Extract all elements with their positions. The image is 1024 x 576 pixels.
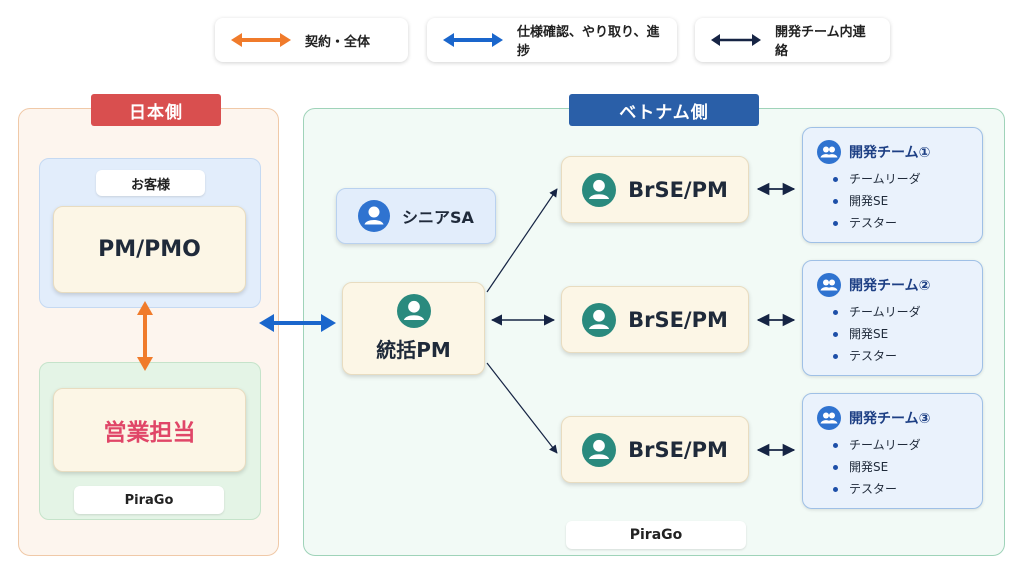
sales-node: 営業担当 bbox=[53, 388, 246, 472]
pm-pmo-label: PM/PMO bbox=[98, 237, 201, 262]
brse-pm-node-2: BrSE/PM bbox=[561, 286, 749, 353]
team-member: テスター bbox=[833, 345, 921, 367]
team-member: 開発SE bbox=[833, 456, 921, 478]
brse-pm-label-2: BrSE/PM bbox=[628, 307, 728, 332]
lead-to-brse-1-arrow bbox=[486, 188, 558, 293]
legend-item-contract: 契約・全体 bbox=[215, 18, 408, 62]
spec-arrow bbox=[259, 314, 336, 332]
legend-label-contract: 契約・全体 bbox=[305, 34, 371, 50]
legend-label-spec: 仕様確認、やり取り、進捗 bbox=[517, 25, 660, 59]
team-card-2: 開発チーム② チームリーダ 開発SE テスター bbox=[802, 260, 983, 376]
senior-sa-node: シニアSA bbox=[336, 188, 496, 244]
brse-pm-label-3: BrSE/PM bbox=[628, 437, 728, 462]
sales-label: 営業担当 bbox=[103, 420, 196, 446]
team-card-3: 開発チーム③ チームリーダ 開発SE テスター bbox=[802, 393, 983, 509]
japan-company-tag: PiraGo bbox=[74, 486, 224, 514]
legend-item-spec: 仕様確認、やり取り、進捗 bbox=[427, 18, 677, 62]
team-title-3: 開発チーム③ bbox=[849, 411, 931, 427]
japan-side-label: 日本側 bbox=[91, 94, 221, 126]
double-arrow-navy-icon bbox=[711, 34, 761, 46]
legend-item-team: 開発チーム内連絡 bbox=[695, 18, 890, 62]
team-member: チームリーダ bbox=[833, 301, 921, 323]
lead-to-brse-3-arrow bbox=[486, 362, 558, 454]
team-member: 開発SE bbox=[833, 190, 921, 212]
lead-pm-label: 統括PM bbox=[376, 338, 451, 362]
team-member: 開発SE bbox=[833, 323, 921, 345]
pm-pmo-node: PM/PMO bbox=[53, 206, 246, 293]
vietnam-side-label: ベトナム側 bbox=[569, 94, 759, 126]
double-arrow-orange-icon bbox=[231, 33, 291, 47]
brse-pm-node-1: BrSE/PM bbox=[561, 156, 749, 223]
legend-label-team: 開発チーム内連絡 bbox=[775, 25, 866, 59]
brse-pm-label-1: BrSE/PM bbox=[628, 177, 728, 202]
team-member: テスター bbox=[833, 212, 921, 234]
team-member: チームリーダ bbox=[833, 168, 921, 190]
client-tag: お客様 bbox=[96, 170, 205, 196]
senior-sa-label: シニアSA bbox=[402, 208, 474, 227]
team-member: チームリーダ bbox=[833, 434, 921, 456]
team-member: テスター bbox=[833, 478, 921, 500]
team-card-1: 開発チーム① チームリーダ 開発SE テスター bbox=[802, 127, 983, 243]
team-title-2: 開発チーム② bbox=[849, 278, 931, 294]
lead-pm-node: 統括PM bbox=[342, 282, 485, 375]
double-arrow-blue-icon bbox=[443, 33, 503, 47]
vietnam-company-tag: PiraGo bbox=[566, 521, 746, 549]
contract-arrow bbox=[137, 301, 153, 371]
team-title-1: 開発チーム① bbox=[849, 145, 931, 161]
brse-pm-node-3: BrSE/PM bbox=[561, 416, 749, 483]
